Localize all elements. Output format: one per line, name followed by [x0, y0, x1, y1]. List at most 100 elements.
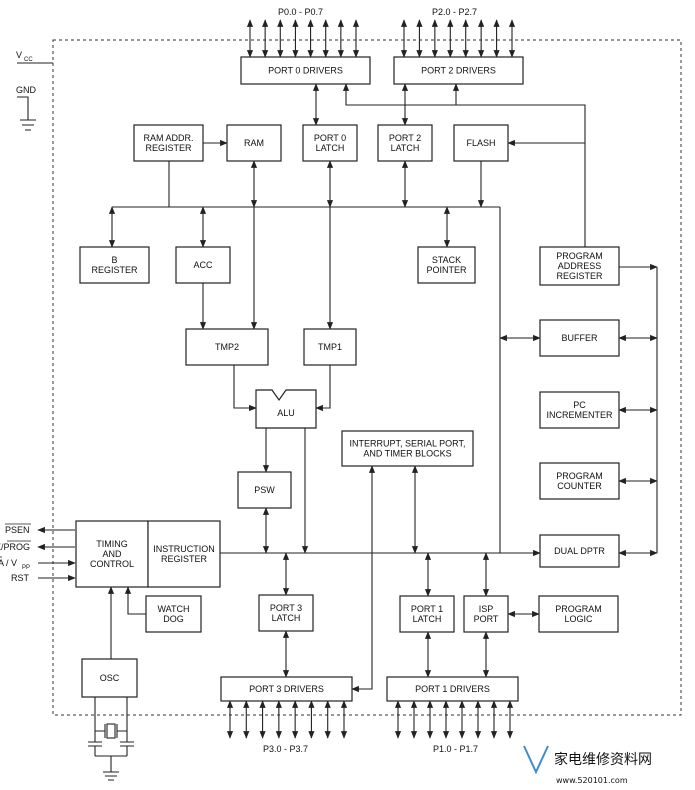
timing-label: TIMING	[96, 539, 128, 549]
port0-drivers-label: PORT 0 DRIVERS	[268, 66, 343, 76]
tmp2-block: TMP2	[185, 328, 269, 366]
buffer-block: BUFFER	[539, 319, 620, 357]
interrupt-label: INTERRUPT, SERIAL PORT,	[349, 439, 465, 449]
tmp1-label: TMP1	[318, 342, 342, 352]
isp-label: ISP	[479, 604, 494, 614]
port0-drivers-block: PORT 0 DRIVERS	[240, 56, 371, 85]
tmp2-label: TMP2	[215, 342, 239, 352]
svg-text:V: V	[16, 50, 22, 60]
stack-label: STACK	[432, 255, 461, 265]
gnd-label: GND	[16, 85, 37, 95]
chip-outline	[52, 39, 682, 716]
dptr-label: DUAL DPTR	[554, 546, 605, 556]
port3-drivers-label: PORT 3 DRIVERS	[249, 684, 324, 694]
port3-latch-label: LATCH	[272, 613, 301, 623]
port3-drivers-block: PORT 3 DRIVERS	[220, 676, 353, 702]
buffer-label: BUFFER	[562, 333, 599, 343]
ram-block: RAM	[226, 124, 282, 162]
ram-addr-label: REGISTER	[145, 143, 192, 153]
pc-inc-label: PC	[573, 400, 586, 410]
svg-text:PP: PP	[22, 565, 30, 571]
par-label: PROGRAM	[556, 251, 603, 261]
timing-label: CONTROL	[90, 559, 134, 569]
pc-inc-label: INCREMENTER	[546, 410, 613, 420]
flash-block: FLASH	[453, 124, 509, 162]
svg-text:CC: CC	[24, 57, 33, 63]
par-label: ADDRESS	[558, 261, 602, 271]
watermark-logo	[523, 745, 549, 775]
p1-pins-label: P1.0 - P1.7	[433, 744, 478, 754]
port1-latch-label: LATCH	[413, 614, 442, 624]
instr-label: INSTRUCTION	[153, 544, 215, 554]
prog-logic-label: LOGIC	[564, 614, 593, 624]
vcc-label: V CC	[16, 50, 33, 63]
port1-drivers-block: PORT 1 DRIVERS	[386, 676, 519, 702]
port1-drivers-label: PORT 1 DRIVERS	[415, 684, 490, 694]
psw-block: PSW	[237, 471, 292, 509]
ea-vpp-pin: EA / V PP	[0, 558, 30, 571]
b-reg-label: B	[111, 255, 117, 265]
flash-label: FLASH	[466, 138, 495, 148]
port0-latch-label: PORT 0	[314, 133, 346, 143]
port2-drivers-label: PORT 2 DRIVERS	[421, 66, 496, 76]
interrupt-label: AND TIMER BLOCKS	[363, 449, 451, 459]
alu-block: ALU	[255, 389, 317, 429]
port2-latch-label: PORT 2	[389, 133, 421, 143]
port-pin-arrows	[226, 19, 516, 739]
ram-addr-label: RAM ADDR.	[143, 133, 193, 143]
timing-label: AND	[102, 549, 122, 559]
psw-label: PSW	[254, 485, 275, 495]
prog-counter-label: COUNTER	[557, 481, 602, 491]
isp-label: PORT	[474, 614, 499, 624]
port2-drivers-block: PORT 2 DRIVERS	[393, 56, 524, 85]
svg-text:家电维修资料网: 家电维修资料网	[554, 751, 652, 768]
watchdog-label: DOG	[163, 614, 184, 624]
p0-pins-label: P0.0 - P0.7	[278, 7, 323, 17]
power-lines	[17, 62, 53, 131]
port2-latch-label: LATCH	[391, 143, 420, 153]
stack-label: POINTER	[426, 265, 467, 275]
p2-pins-label: P2.0 - P2.7	[432, 7, 477, 17]
bus-wires	[107, 83, 658, 693]
p3-pins-label: P3.0 - P3.7	[263, 744, 308, 754]
prog-logic-label: PROGRAM	[555, 604, 602, 614]
port0-latch-label: LATCH	[316, 143, 345, 153]
control-pin-lines	[38, 529, 75, 579]
alu-label: ALU	[277, 408, 295, 418]
port3-latch-label: PORT 3	[270, 603, 302, 613]
svg-text:EA / V: EA / V	[0, 558, 17, 568]
b-reg-label: REGISTER	[91, 265, 138, 275]
dptr-block: DUAL DPTR	[539, 534, 620, 568]
osc-label: OSC	[100, 673, 120, 683]
ram-label: RAM	[244, 138, 264, 148]
instr-label: REGISTER	[161, 554, 208, 564]
crystal-circuit	[88, 697, 134, 781]
interrupt-block: INTERRUPT, SERIAL PORT,AND TIMER BLOCKS	[341, 430, 474, 467]
osc-block: OSC	[81, 658, 138, 698]
psen-pin: PSEN	[5, 525, 30, 535]
watchdog-label: WATCH	[158, 604, 190, 614]
svg-text:www.520101.com: www.520101.com	[556, 776, 628, 785]
rst-pin: RST	[11, 573, 30, 583]
watermark: 家电维修资料网 www.520101.com	[523, 745, 652, 785]
ram-addr-block: RAM ADDR.REGISTER	[133, 124, 204, 162]
acc-block: ACC	[175, 246, 231, 284]
prog-counter-label: PROGRAM	[556, 471, 603, 481]
acc-label: ACC	[193, 260, 213, 270]
par-label: REGISTER	[556, 271, 603, 281]
